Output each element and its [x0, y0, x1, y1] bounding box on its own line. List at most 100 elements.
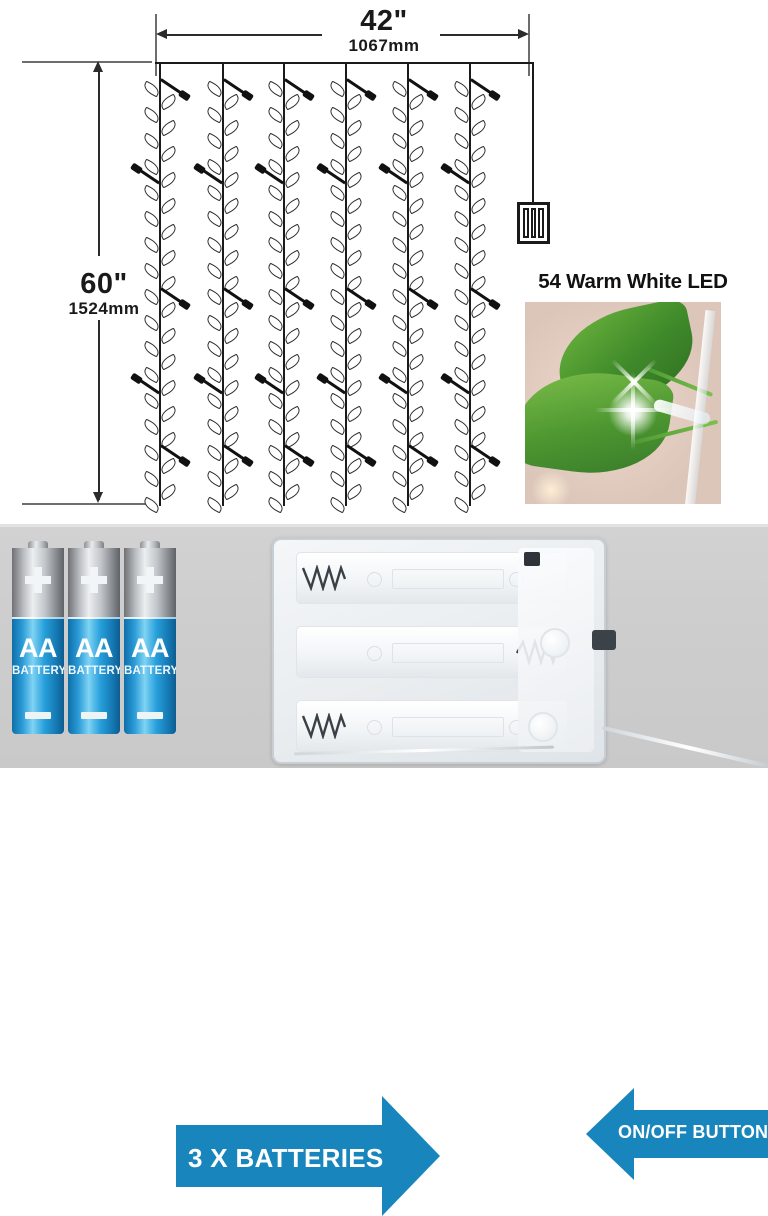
vine-leaf: [282, 405, 303, 423]
on-off-switch[interactable]: [592, 630, 616, 650]
vine-leaf: [327, 210, 348, 228]
vine-leaf: [221, 197, 242, 215]
vine-leaf: [344, 301, 365, 319]
vine-leaf: [389, 470, 410, 488]
vine-leaf: [468, 93, 489, 111]
polarity-minus-1: [367, 572, 382, 587]
vine-leaf: [204, 392, 225, 410]
led-bulb-head: [177, 89, 192, 102]
vine-leaf: [204, 340, 225, 358]
dimension-diagram-panel: 42" 1067mm 60" 1524mm 54 Warm White LED: [0, 0, 768, 524]
vine-leaf: [389, 418, 410, 436]
vine-leaf: [141, 106, 162, 124]
vine-leaf: [141, 236, 162, 254]
vine-leaf: [282, 223, 303, 241]
vine-leaf: [468, 145, 489, 163]
vine-leaf: [141, 496, 162, 514]
vine-leaf: [468, 119, 489, 137]
battery-word-label: BATTERY: [12, 665, 64, 677]
vine-leaf: [141, 444, 162, 462]
battery-cap: [28, 541, 48, 550]
battery-plus-icon: [25, 567, 51, 593]
vine-leaf: [451, 366, 472, 384]
vine-leaf: [265, 236, 286, 254]
vine-leaf: [451, 210, 472, 228]
vine-leaf: [327, 470, 348, 488]
battery-seam: [124, 617, 176, 620]
vine-leaf: [389, 392, 410, 410]
vine-leaf: [204, 236, 225, 254]
led-bulb-head: [425, 89, 440, 102]
vine-leaf: [451, 496, 472, 514]
contact-terminal: [524, 552, 540, 566]
vine-leaf: [221, 93, 242, 111]
panel-divider: [0, 524, 768, 527]
vine-leaf: [158, 353, 179, 371]
battery-box-icon: [517, 202, 550, 244]
polarity-minus-2: [367, 646, 382, 661]
vine-leaf: [389, 314, 410, 332]
width-inches-label: 42": [360, 5, 408, 37]
vine-leaf: [327, 418, 348, 436]
vine-leaf: [265, 132, 286, 150]
battery-seam: [12, 617, 64, 620]
vine-leaf: [141, 366, 162, 384]
vine-leaf: [204, 262, 225, 280]
vine-leaf: [221, 119, 242, 137]
vine-leaf: [158, 223, 179, 241]
vine-leaf: [265, 392, 286, 410]
vine-leaf: [344, 223, 365, 241]
vine-leaf: [327, 132, 348, 150]
vine-leaf: [344, 405, 365, 423]
battery-plus-icon: [137, 567, 163, 593]
vine-leaf: [221, 353, 242, 371]
vine-leaf: [451, 106, 472, 124]
vine-leaf: [327, 366, 348, 384]
vine-leaf: [204, 132, 225, 150]
vine-leaf: [327, 288, 348, 306]
vine-leaf: [406, 197, 427, 215]
vine-leaf: [327, 496, 348, 514]
vine-leaf: [327, 236, 348, 254]
vine-leaf: [141, 340, 162, 358]
height-inches-label: 60": [80, 268, 128, 300]
vine-leaf: [389, 236, 410, 254]
vine-leaf: [468, 223, 489, 241]
vine-leaf: [221, 327, 242, 345]
vine-leaf: [406, 457, 427, 475]
lead-wire-exit: [601, 725, 768, 771]
vine-leaf: [451, 132, 472, 150]
battery-box-lead-wire: [532, 62, 534, 202]
vine-leaf: [141, 184, 162, 202]
vine-leaf: [389, 106, 410, 124]
battery-cap: [84, 541, 104, 550]
vine-leaf: [468, 353, 489, 371]
vine-leaf: [344, 119, 365, 137]
vine-leaf: [158, 379, 179, 397]
vine-leaf: [406, 379, 427, 397]
vine-leaf: [451, 314, 472, 332]
vine-leaf: [389, 340, 410, 358]
vine-leaf: [389, 210, 410, 228]
slot-label-2: [392, 643, 504, 663]
vine-leaf: [204, 496, 225, 514]
vine-leaf: [327, 184, 348, 202]
slot-label-1: [392, 569, 504, 589]
vine-strand: [129, 62, 192, 514]
led-bulb-head: [363, 298, 378, 311]
vine-leaf: [451, 418, 472, 436]
battery-minus-icon: [81, 712, 107, 719]
battery-size-label: AA: [19, 633, 58, 663]
height-arrow-top: [93, 61, 103, 72]
vine-leaf: [265, 470, 286, 488]
vine-leaf: [158, 249, 179, 267]
vine-leaf: [158, 145, 179, 163]
vine-leaf: [389, 132, 410, 150]
width-dimline-right: [440, 34, 525, 36]
height-mm-label: 1524mm: [68, 299, 140, 318]
vine-leaf: [204, 288, 225, 306]
vine-strand: [439, 62, 502, 514]
